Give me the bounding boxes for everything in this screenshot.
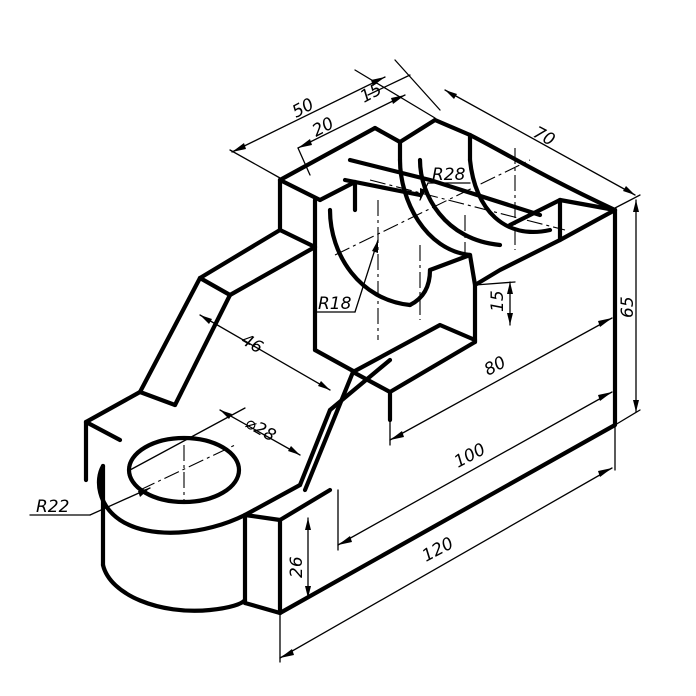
dim-15-top: 15: [357, 80, 385, 108]
dim-15-side: 15: [488, 290, 508, 312]
dim-r22: R22: [36, 497, 69, 517]
dim-r28: R28: [432, 165, 466, 185]
dim-50: 50: [289, 95, 317, 123]
dim-120: 120: [419, 534, 457, 567]
dim-70: 70: [530, 123, 558, 151]
dim-100: 100: [451, 440, 489, 473]
center-lines: [139, 148, 566, 500]
dim-46: 46: [238, 330, 267, 358]
dim-65: 65: [618, 296, 638, 318]
arrowheads: [138, 77, 639, 658]
dim-26: 26: [287, 556, 307, 578]
dim-diameter-28: ⌀28: [242, 413, 280, 446]
dim-r18: R18: [318, 294, 352, 314]
part-outline: [83, 117, 618, 616]
dim-20: 20: [309, 114, 337, 142]
dimension-labels: 50 15 20 70 R28 R18 46 15 65 80 ⌀28 100 …: [36, 80, 638, 578]
